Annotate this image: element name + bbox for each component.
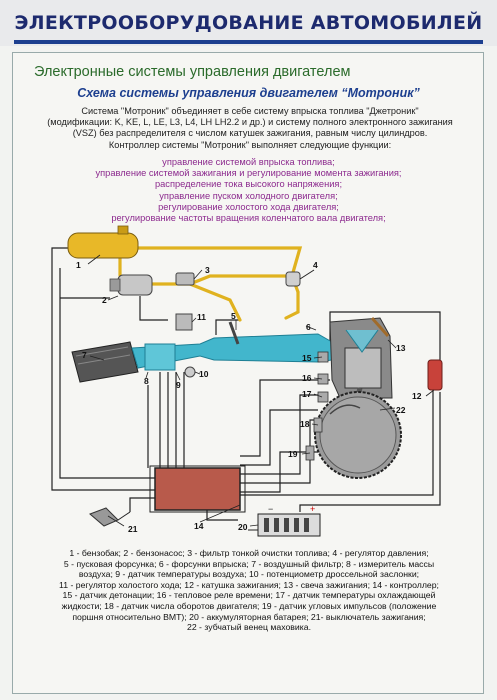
- section-subtitle: Электронные системы управления двигателе…: [34, 64, 351, 80]
- battery-cells: [264, 518, 309, 532]
- flywheel-disc: [319, 396, 397, 474]
- label-2: 2: [102, 295, 107, 305]
- legend-line: жидкости; 18 - датчик числа оборотов дви…: [61, 600, 437, 611]
- idle-regulator-icon: [175, 313, 193, 331]
- function-item: регулирование холостого хода двигателя;: [158, 201, 339, 212]
- fuel-tank-cap: [117, 225, 129, 235]
- battery-plus-label: +: [310, 504, 315, 514]
- function-item: регулирование частоты вращения коленчато…: [111, 213, 386, 224]
- intro-line: (VSZ) без распределителя с числом катуше…: [72, 128, 428, 139]
- controller-icon: [154, 467, 241, 511]
- label-18: 18: [300, 419, 310, 429]
- label-22: 22: [396, 405, 406, 415]
- legend-line: 1 - бензобак; 2 - бензонасос; 3 - фильтр…: [69, 548, 429, 558]
- legend-line: 11 - регулятор холостого хода; 12 - кату…: [59, 579, 439, 590]
- label-15: 15: [302, 353, 312, 363]
- header-bar: [0, 0, 497, 46]
- thermo-time-switch-icon: [317, 373, 329, 385]
- leader-4: [299, 269, 315, 280]
- air-filter-ribs: [75, 346, 129, 357]
- leader-lines: [87, 254, 435, 527]
- ignition-switch-icon: [89, 507, 119, 527]
- battery-minus-label: −: [268, 504, 273, 514]
- label-17: 17: [302, 389, 312, 399]
- schema-title: Схема системы управления двигателем “Мот…: [77, 86, 420, 100]
- knock-sensor-icon: [317, 351, 329, 363]
- function-item: управление системой впрыска топлива;: [162, 157, 335, 167]
- start-injector-icon: [228, 321, 240, 345]
- legend-line: воздуха; 9 - датчик температуры воздуха;…: [78, 569, 420, 580]
- label-13: 13: [396, 343, 406, 353]
- ignition-switch-wire: [117, 511, 131, 521]
- intro-text: Система "Мотроник" объединяет в себе сис…: [30, 106, 470, 151]
- label-14: 14: [194, 521, 204, 531]
- label-10: 10: [199, 369, 209, 379]
- label-6: 6: [306, 322, 311, 332]
- label-11: 11: [197, 312, 206, 322]
- function-item: распределение тока высокого напряжения;: [154, 179, 343, 190]
- piston-icon: [344, 347, 382, 389]
- fuel-tank-icon: [67, 232, 139, 259]
- functions-list: управление системой впрыска топлива; упр…: [0, 157, 497, 224]
- ignition-coil-icon: [427, 359, 443, 391]
- label-5: 5: [231, 311, 236, 321]
- label-20: 20: [238, 522, 248, 532]
- header-underline: [14, 40, 483, 44]
- pressure-regulator-icon: [285, 271, 301, 287]
- legend-line: 5 - пусковая форсунка; 6 - форсунки впры…: [63, 558, 435, 569]
- label-8: 8: [144, 376, 149, 386]
- label-1: 1: [76, 260, 81, 270]
- label-12: 12: [412, 391, 422, 401]
- throttle-potentiometer-icon: [184, 366, 196, 378]
- label-21: 21: [128, 524, 138, 534]
- intro-line: (модификации: K, KE, L, LE, L3, L4, LH L…: [47, 117, 453, 128]
- page-title: ЭЛЕКТРООБОРУДОВАНИЕ АВТОМОБИЛЕЙ: [14, 12, 483, 34]
- label-9: 9: [176, 380, 181, 390]
- legend-line: 15 - датчик детонации; 16 - тепловое рел…: [62, 590, 436, 601]
- spark-plug-icon: [370, 317, 390, 337]
- crankshaft-arm: [329, 404, 361, 415]
- coolant-temp-sensor-icon: [317, 391, 329, 403]
- label-3: 3: [205, 265, 210, 275]
- label-19: 19: [288, 449, 298, 459]
- combustion-chamber: [345, 329, 379, 353]
- label-4: 4: [313, 260, 318, 270]
- air-filter-ribs: [77, 354, 131, 365]
- controller-frame: [149, 465, 246, 513]
- label-7: 7: [82, 350, 87, 360]
- function-item: управление пуском холодного двигателя;: [159, 190, 338, 201]
- label-16: 16: [302, 373, 312, 383]
- air-mass-meter-icon: [144, 343, 176, 371]
- fuel-pump-motor: [109, 278, 121, 292]
- legend-line: 22 - зубчатый венец маховика.: [186, 622, 311, 633]
- intro-line: Система "Мотроник" объединяет в себе сис…: [81, 106, 419, 116]
- function-item: управление системой зажигания и регулиро…: [95, 168, 402, 179]
- fuel-filter-icon: [175, 272, 195, 286]
- legend-line: поршня относительно ВМТ); 20 - аккумулят…: [72, 611, 426, 622]
- intro-line: Контроллер системы "Мотроник" выполняет …: [108, 139, 392, 150]
- fuel-pump-icon: [117, 274, 153, 296]
- air-filter-icon: [71, 341, 139, 383]
- legend: 1 - бензобак; 2 - бензонасос; 3 - фильтр…: [20, 548, 478, 633]
